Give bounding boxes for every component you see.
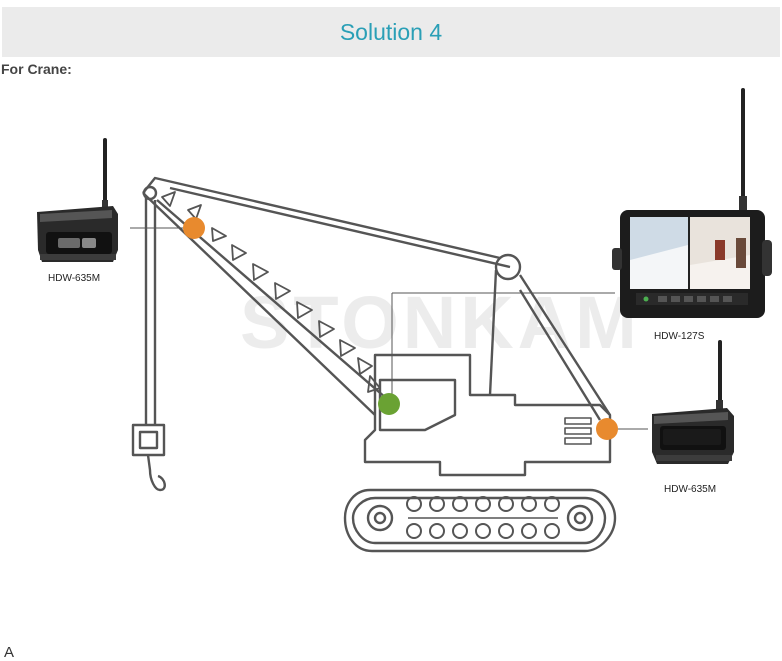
camera-left-label: HDW-635M — [48, 273, 100, 284]
section-subtitle: For Crane: — [1, 61, 72, 77]
camera-mount-point-boom — [183, 217, 205, 239]
camera-mount-point-rear — [596, 418, 618, 440]
wireless-camera-icon — [37, 138, 118, 262]
camera-right-label: HDW-635M — [664, 484, 716, 495]
monitor-mount-point-cab — [378, 393, 400, 415]
solution-banner: Solution 4 — [2, 7, 780, 57]
banner-title: Solution 4 — [339, 18, 443, 45]
monitor-label: HDW-127S — [654, 331, 705, 342]
wireless-camera-icon — [652, 340, 734, 464]
wireless-monitor-icon — [612, 88, 772, 318]
crane-illustration — [131, 176, 617, 553]
